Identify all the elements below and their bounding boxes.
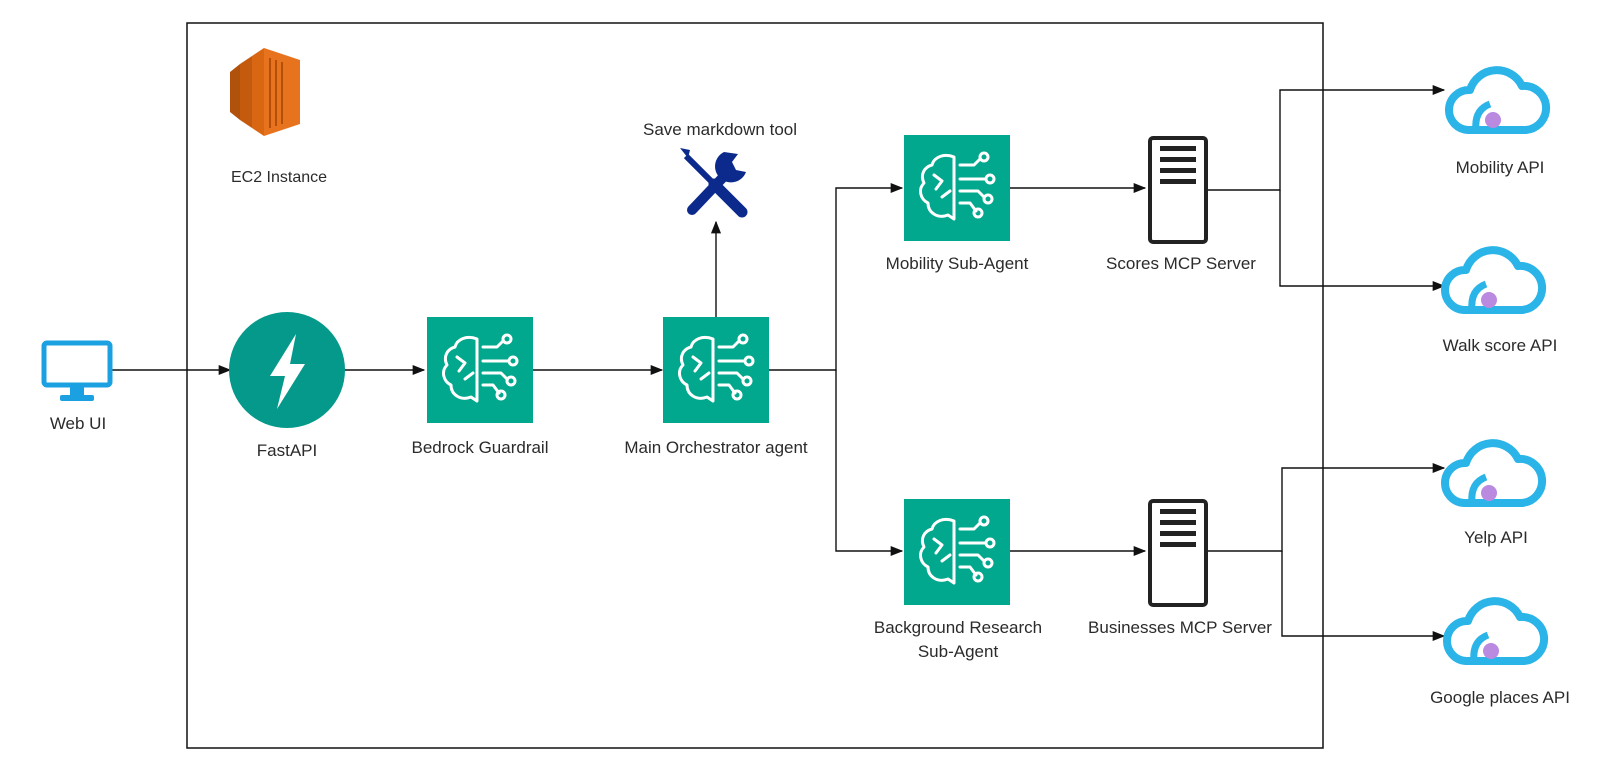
guardrail-label: Bedrock Guardrail [411, 438, 549, 457]
cloud-api-icon [1440, 246, 1547, 314]
lightning-icon [229, 312, 345, 428]
brain-circuit-icon [919, 515, 996, 585]
google-api-label: Google places API [1430, 688, 1570, 707]
research-agent-label-line1: Background Research [873, 618, 1043, 637]
monitor-icon [41, 340, 113, 401]
mobility-agent-label: Mobility Sub-Agent [885, 254, 1029, 273]
cloud-api-icon [1444, 66, 1551, 134]
scores-server-label: Scores MCP Server [1106, 254, 1256, 273]
server-icon [1148, 136, 1208, 244]
edge-orchestrator-mobility [769, 182, 904, 371]
research-agent-label-line2: Sub-Agent [917, 642, 999, 661]
orchestrator-node[interactable] [663, 317, 769, 423]
edge-scores-walk-api [1279, 190, 1446, 292]
mobility-agent-node[interactable] [904, 135, 1010, 241]
edge-scores-mobility-api [1205, 84, 1446, 191]
edge-orchestrator-research [835, 370, 904, 557]
guardrail-node[interactable] [427, 317, 533, 423]
ec2-label: EC2 Instance [230, 169, 328, 186]
brain-circuit-icon [919, 151, 996, 221]
edge-business-google-api [1281, 551, 1446, 642]
fastapi-label: FastAPI [256, 441, 318, 460]
orchestrator-label: Main Orchestrator agent [624, 438, 808, 457]
cloud-api-icon [1442, 597, 1549, 665]
cloud-api-icon [1440, 439, 1547, 507]
ec2-icon [230, 48, 300, 136]
brain-circuit-icon [678, 333, 755, 403]
ec2-container-boundary [186, 22, 1324, 749]
edge-business-yelp-api [1205, 462, 1446, 552]
yelp-api-label: Yelp API [1464, 528, 1528, 547]
wrench-screwdriver-icon [680, 148, 748, 218]
business-server-label: Businesses MCP Server [1088, 618, 1272, 637]
walk-api-label: Walk score API [1442, 336, 1558, 355]
tool-label: Save markdown tool [642, 120, 798, 139]
brain-circuit-icon [442, 333, 519, 403]
connectors [112, 84, 1446, 642]
server-icon [1148, 499, 1208, 607]
mobility-api-label: Mobility API [1455, 158, 1545, 177]
research-agent-node[interactable] [904, 499, 1010, 605]
webui-label: Web UI [49, 414, 107, 433]
